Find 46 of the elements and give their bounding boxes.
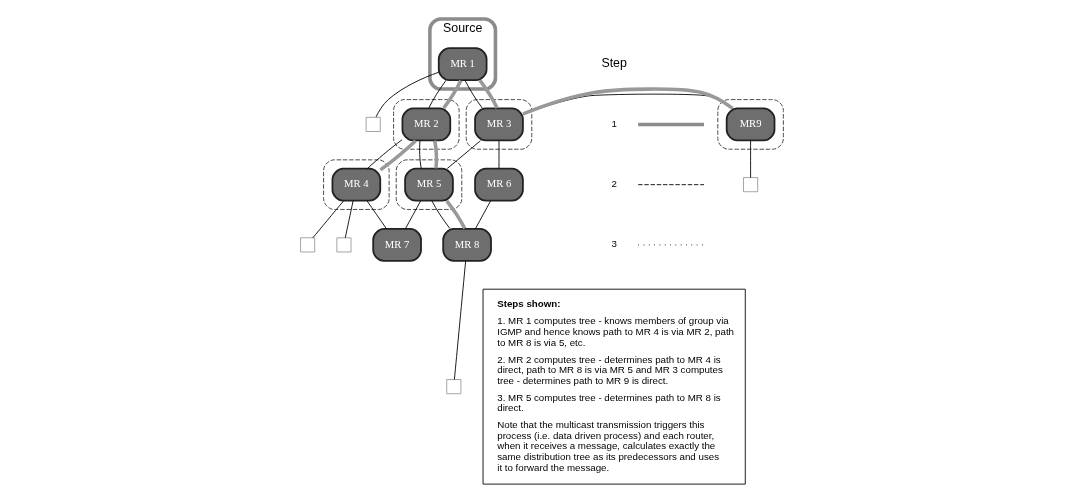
connector <box>464 79 483 109</box>
connector <box>312 200 344 239</box>
connector <box>379 139 417 172</box>
cluster <box>428 17 498 91</box>
connector <box>431 200 451 229</box>
label: Step <box>601 56 627 71</box>
connector <box>366 200 387 229</box>
connector <box>446 140 482 169</box>
node-box <box>300 237 316 253</box>
node-box: MR 7 <box>372 228 422 262</box>
connector <box>405 200 422 229</box>
connector <box>344 200 354 239</box>
connector <box>419 140 422 169</box>
legend-label: 1 <box>611 117 617 129</box>
node-box: MR 8 <box>442 228 492 262</box>
connector <box>453 260 467 380</box>
connector <box>428 79 447 109</box>
cluster <box>465 99 533 150</box>
node-box: MR 2 <box>401 107 452 142</box>
connector <box>478 79 499 109</box>
node-box: Steps shown: 1. MR 1 computes tree - knows members of group via IGMP and hence knows path to MR 4 is via MR 2, path to MR 8 is via 5, etc. 2. MR 2 computes tree - determines path to MR 4 is direct, path to MR 8 is via MR 5 and MR 3 computes tree - determines path to MR 9 is direct. 3. MR 5 computes tree - determines path to MR 8 is direct. Note that the multicast transmission triggers this process (i.e. data driven process) and each router, when it receives a message, calculates exactly the same distribution tree as its predecessors and uses it to forward the message. <box>482 288 746 485</box>
node-box: MR9 <box>725 107 776 142</box>
node-box: MR 6 <box>474 167 524 202</box>
connector <box>433 140 439 169</box>
cluster <box>717 99 784 150</box>
node-box <box>743 177 759 193</box>
legend-label: 2 <box>611 178 617 190</box>
connector <box>375 71 439 118</box>
node-box: MR 4 <box>331 167 382 202</box>
node-box <box>336 237 352 253</box>
node-box <box>446 379 462 395</box>
legend-label: 3 <box>611 238 617 250</box>
connector <box>366 139 403 170</box>
node-box <box>365 116 381 132</box>
connector <box>475 200 492 229</box>
connector <box>442 79 463 110</box>
node-box: MR 3 <box>474 107 524 142</box>
connector <box>750 140 752 178</box>
node-box: MR 5 <box>404 167 454 202</box>
node-box: MR 1 <box>437 47 488 81</box>
connector <box>498 140 500 169</box>
connector <box>445 199 467 230</box>
cluster <box>395 159 463 210</box>
cluster <box>323 159 390 210</box>
node-label: Source <box>443 21 483 36</box>
cluster <box>393 99 460 150</box>
